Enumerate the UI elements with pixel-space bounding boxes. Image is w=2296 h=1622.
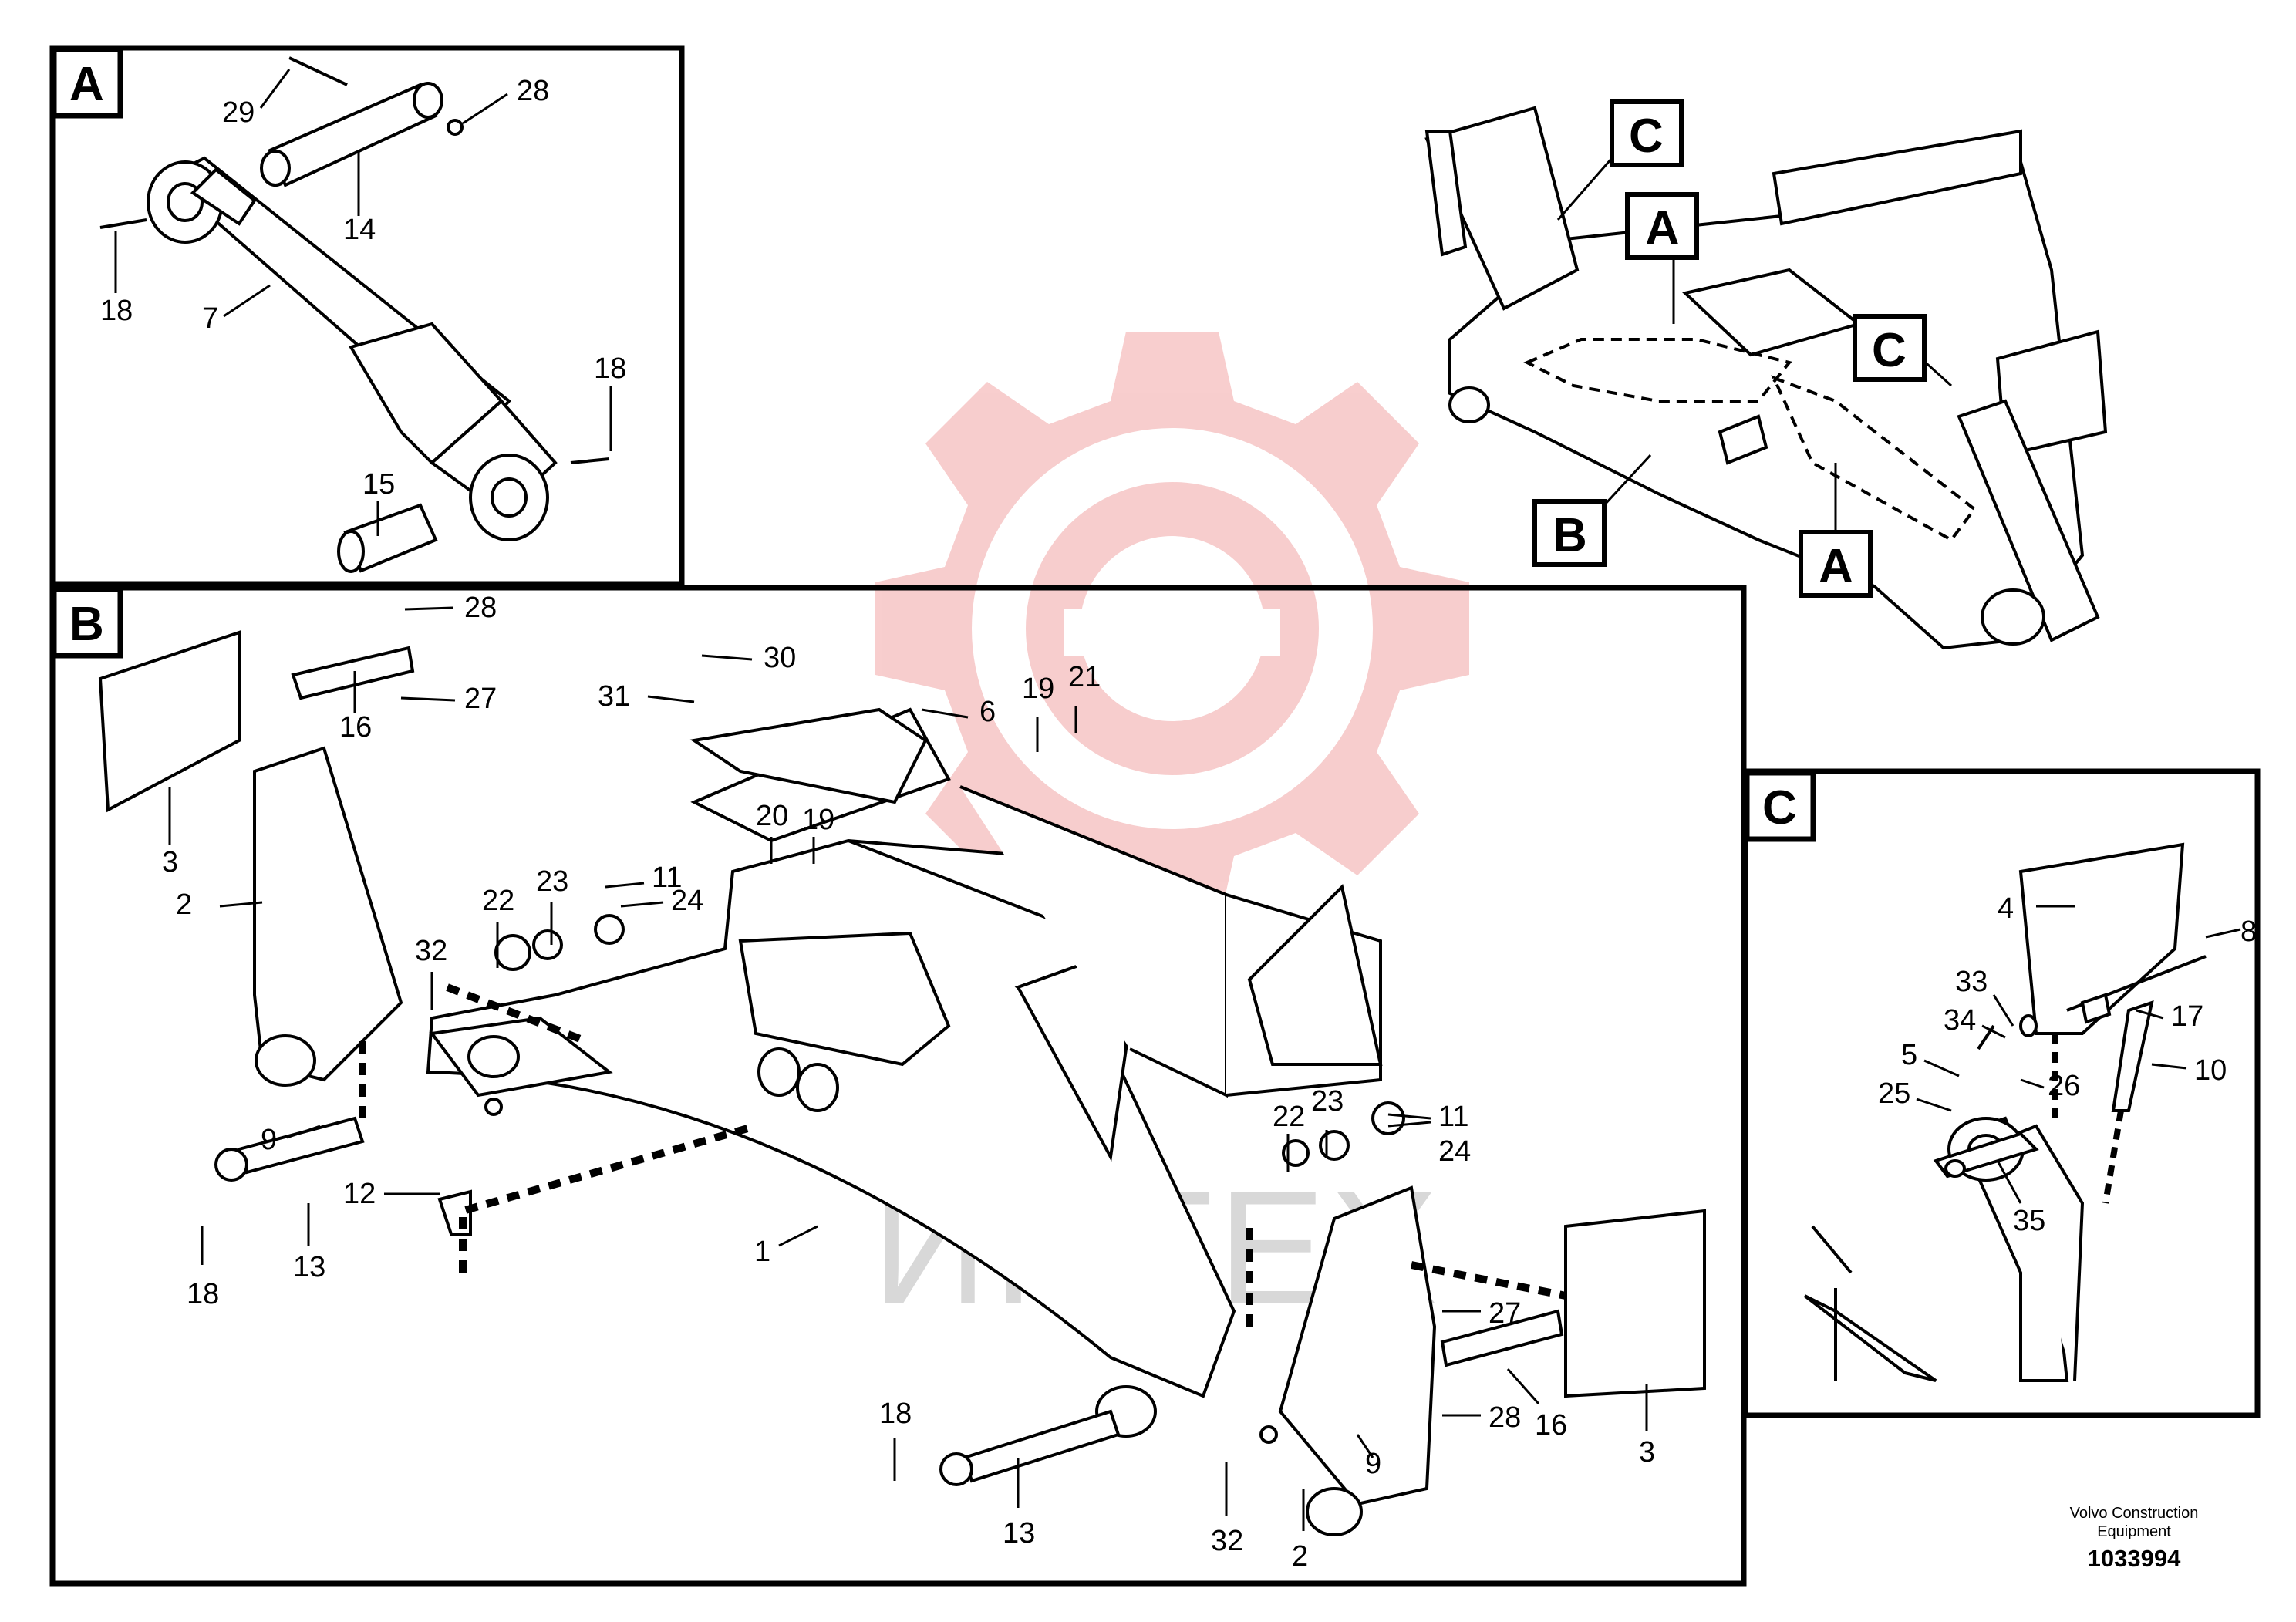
callout-c-35: 35 bbox=[2013, 1205, 2045, 1237]
callout-b-27-right: 27 bbox=[1489, 1297, 1521, 1330]
callout-b-32-right: 32 bbox=[1211, 1525, 1243, 1557]
callout-a-29: 29 bbox=[222, 96, 255, 129]
hydraulic-cylinder bbox=[99, 56, 610, 573]
panel-c-tag: C bbox=[1762, 781, 1797, 835]
overview-tag-c-top: C bbox=[1629, 110, 1664, 163]
overview-tag-a-top: A bbox=[1645, 202, 1680, 255]
callout-b-20: 20 bbox=[756, 800, 788, 832]
callout-b-28-top: 28 bbox=[464, 592, 497, 624]
callout-b-9-left: 9 bbox=[261, 1124, 277, 1156]
callout-b-13-left: 13 bbox=[293, 1251, 325, 1283]
arm-bracket bbox=[1803, 842, 2207, 1382]
overview-tag-b: B bbox=[1553, 509, 1587, 562]
callout-b-1: 1 bbox=[754, 1236, 770, 1268]
callout-b-24-right: 24 bbox=[1438, 1135, 1471, 1168]
callout-b-21: 21 bbox=[1068, 661, 1101, 693]
callout-a-15: 15 bbox=[362, 468, 395, 501]
callout-c-5: 5 bbox=[1901, 1039, 1917, 1071]
callout-b-27-top: 27 bbox=[464, 683, 497, 715]
callout-b-9-right: 9 bbox=[1365, 1448, 1381, 1480]
panel-c-leaders bbox=[1916, 905, 2241, 1204]
callout-b-3-right: 3 bbox=[1639, 1436, 1655, 1469]
callout-a-7: 7 bbox=[202, 302, 218, 335]
callout-b-19-mid: 19 bbox=[802, 804, 834, 836]
callout-b-2-left: 2 bbox=[176, 889, 192, 921]
overview-tag-c-right: C bbox=[1872, 324, 1907, 377]
callout-c-17: 17 bbox=[2171, 1000, 2203, 1033]
callout-c-34: 34 bbox=[1944, 1004, 1976, 1037]
callout-c-10: 10 bbox=[2194, 1054, 2227, 1087]
callout-b-11-left: 11 bbox=[652, 862, 682, 894]
callout-b-13-right: 13 bbox=[1003, 1517, 1035, 1549]
panel-a-leaders bbox=[114, 69, 612, 536]
callout-b-18-left: 18 bbox=[187, 1278, 219, 1310]
callout-b-31: 31 bbox=[598, 680, 630, 713]
panel-a: A bbox=[49, 45, 685, 587]
callout-b-16-right: 16 bbox=[1535, 1409, 1567, 1442]
watermark-gear-icon bbox=[875, 332, 1469, 926]
callout-b-30: 30 bbox=[764, 642, 796, 674]
loader-frame bbox=[98, 630, 1706, 1536]
callout-b-32-left: 32 bbox=[415, 935, 447, 967]
callout-a-18-right: 18 bbox=[594, 352, 626, 385]
panel-b-tag: B bbox=[69, 598, 104, 651]
callout-b-19-top: 19 bbox=[1022, 673, 1054, 705]
callout-b-23-left: 23 bbox=[536, 865, 568, 898]
company-name: Volvo Construction Equipment bbox=[2069, 1505, 2199, 1540]
drawing-number: 1033994 bbox=[2087, 1545, 2181, 1572]
callout-a-18-left: 18 bbox=[100, 295, 133, 327]
callout-c-26: 26 bbox=[2048, 1070, 2080, 1102]
panel-b-dashes bbox=[359, 983, 1566, 1327]
callout-b-12: 12 bbox=[343, 1178, 376, 1210]
panel-b: B bbox=[49, 585, 1747, 1587]
callout-a-28: 28 bbox=[517, 75, 549, 107]
callout-b-6: 6 bbox=[979, 696, 996, 728]
callout-b-11-right: 11 bbox=[1438, 1101, 1468, 1133]
callout-c-25: 25 bbox=[1878, 1077, 1910, 1110]
callout-c-8: 8 bbox=[2240, 916, 2257, 948]
callout-b-16-top: 16 bbox=[339, 711, 372, 744]
overview-tag-a-bottom: A bbox=[1819, 540, 1853, 593]
callout-b-18-right: 18 bbox=[879, 1398, 912, 1430]
panel-a-tag: A bbox=[69, 58, 104, 111]
callout-b-24-left: 24 bbox=[671, 885, 703, 917]
callout-a-14: 14 bbox=[343, 214, 376, 246]
callout-b-22-left: 22 bbox=[482, 885, 514, 917]
callout-c-33: 33 bbox=[1955, 966, 1988, 998]
panel-c: C bbox=[1742, 768, 2261, 1418]
callout-b-23-right: 23 bbox=[1311, 1085, 1344, 1118]
panel-b-leaders bbox=[168, 606, 1648, 1531]
callout-b-28-right: 28 bbox=[1489, 1401, 1521, 1434]
callout-b-2-right: 2 bbox=[1292, 1540, 1308, 1573]
overview-drawing: C A C B A bbox=[1424, 99, 2108, 650]
callout-b-3-left: 3 bbox=[162, 846, 178, 878]
callout-c-4: 4 bbox=[1998, 892, 2014, 925]
callout-b-22-right: 22 bbox=[1273, 1101, 1305, 1133]
